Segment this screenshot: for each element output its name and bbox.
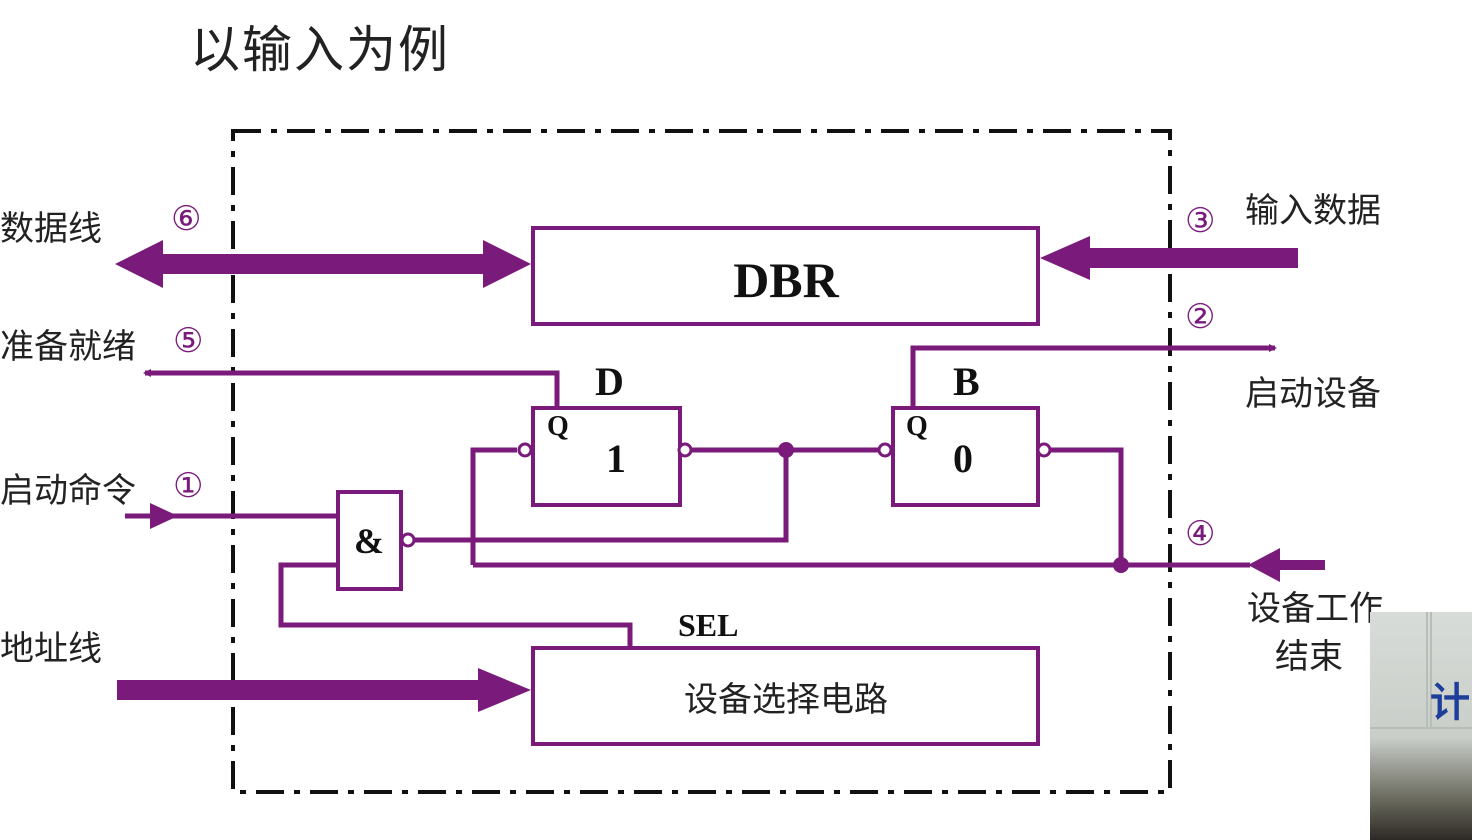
dbr-box — [531, 226, 1040, 326]
d-feedback-wire — [413, 450, 789, 543]
b-flipflop — [891, 406, 1040, 507]
device-done-label-1: 设备工作 — [1247, 589, 1383, 629]
device-done-arrowhead — [1248, 548, 1325, 582]
address-line-label: 地址线 — [0, 629, 102, 669]
step-1: ① — [173, 466, 203, 506]
wall-tile — [1426, 612, 1472, 729]
step-3: ③ — [1185, 201, 1215, 241]
and-gate-label: & — [354, 521, 384, 561]
address-line-arrow — [117, 668, 531, 712]
ready-label: 准备就绪 — [0, 327, 136, 367]
junction-dot — [778, 442, 794, 458]
inversion-bubble — [1036, 442, 1052, 458]
inversion-bubbles — [400, 442, 1052, 548]
d-clear-wire — [470, 447, 517, 565]
page-title: 以输入为例 — [190, 21, 450, 79]
step-5: ⑤ — [173, 321, 203, 361]
b-output-wire — [1047, 447, 1124, 565]
device-select-box — [531, 646, 1040, 746]
d-q-label: Q — [547, 411, 569, 442]
webcam-text: 计 — [1430, 680, 1470, 726]
b-value: 0 — [953, 436, 973, 481]
input-data-arrow — [1040, 236, 1298, 280]
step-4: ④ — [1185, 514, 1215, 554]
webcam-overlay: 计 — [1370, 612, 1472, 840]
start-device-wire — [910, 344, 1277, 408]
interface-boundary — [231, 129, 1172, 794]
d-flipflop — [531, 406, 682, 507]
step-6: ⑥ — [171, 199, 201, 239]
start-cmd-label: 启动命令 — [0, 471, 136, 511]
inversion-bubble — [400, 532, 416, 548]
ready-wire — [143, 369, 560, 408]
start-cmd-arrowhead — [150, 503, 178, 529]
b-q-label: Q — [906, 411, 928, 442]
inversion-bubble — [517, 442, 533, 458]
inversion-bubble — [677, 442, 693, 458]
dbr-label: DBR — [733, 252, 839, 308]
data-bus-arrow — [115, 240, 531, 288]
device-done-label-2: 结束 — [1275, 637, 1343, 677]
d-value: 1 — [606, 436, 626, 481]
device-select-label: 设备选择电路 — [684, 680, 888, 720]
input-data-label: 输入数据 — [1245, 191, 1381, 231]
sel-wire — [278, 562, 633, 648]
data-line-label: 数据线 — [0, 209, 102, 249]
start-device-label: 启动设备 — [1245, 374, 1381, 414]
d-label: D — [595, 359, 624, 404]
inversion-bubble — [877, 442, 893, 458]
wall-tile — [1370, 612, 1432, 729]
b-label: B — [953, 359, 980, 404]
junction-dot — [1113, 557, 1129, 573]
step-2: ② — [1185, 297, 1215, 337]
sel-label: SEL — [678, 607, 738, 643]
wires — [125, 344, 1277, 648]
